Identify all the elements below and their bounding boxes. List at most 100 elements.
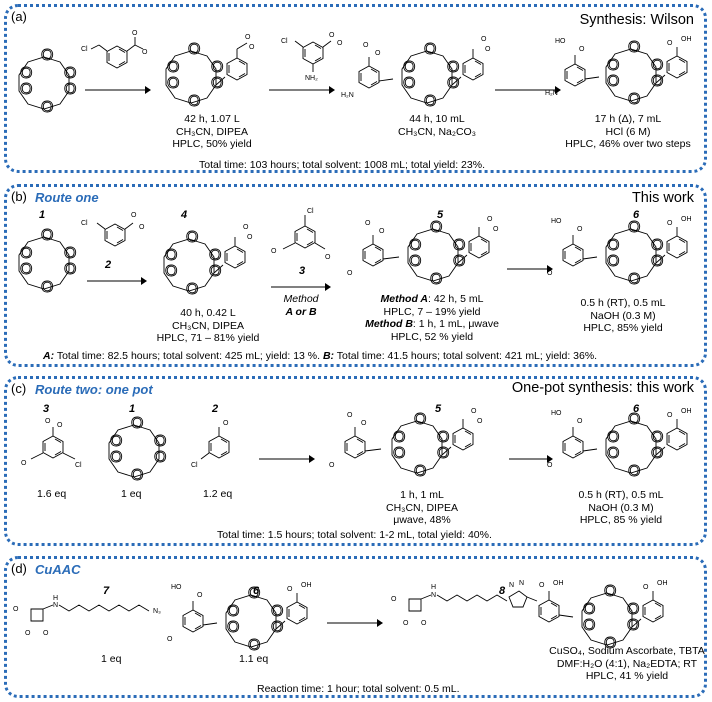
- condition-line: CH₃CN, DIPEA: [176, 125, 248, 138]
- svg-text:OH: OH: [553, 580, 564, 587]
- total-b: Total time: 41.5 hours; total solvent: 4…: [334, 350, 598, 362]
- step1-conditions: 40 h, 0.42 L CH₃CN, DIPEA HPLC, 71 – 81%…: [153, 307, 263, 345]
- compound-number: 2: [105, 259, 112, 271]
- svg-text:O: O: [667, 40, 673, 47]
- compound-number: 8: [499, 585, 506, 597]
- panel-d-route: CuAAC: [35, 562, 81, 577]
- svg-text:O: O: [485, 46, 491, 53]
- svg-text:O: O: [43, 630, 49, 637]
- svg-text:O: O: [471, 408, 477, 415]
- compound-number: 4: [181, 209, 188, 221]
- panel-d-total: Reaction time: 1 hour; total solvent: 0.…: [257, 683, 460, 695]
- svg-text:O: O: [365, 220, 371, 227]
- reaction-arrow: [509, 455, 553, 463]
- reaction-arrow: [259, 455, 315, 463]
- svg-text:O: O: [477, 418, 483, 425]
- panel-c-label: (c): [11, 381, 27, 396]
- reaction-arrow: [85, 86, 151, 94]
- svg-text:O: O: [347, 412, 353, 419]
- equivalent-label: 1 eq: [121, 488, 142, 500]
- molecule-intermediate-a1: OO: [165, 34, 255, 111]
- condition-line: CH₃CN, Na₂CO₃: [398, 125, 476, 138]
- svg-text:O: O: [287, 586, 293, 593]
- svg-text:O: O: [197, 592, 203, 599]
- reaction-arrow: [327, 619, 383, 627]
- svg-text:O: O: [361, 420, 367, 427]
- svg-text:OH: OH: [657, 580, 668, 587]
- reaction-arrow: [495, 86, 561, 94]
- svg-text:O: O: [21, 460, 27, 467]
- condition-line: CH₃CN, DIPEA: [386, 501, 458, 514]
- condition-line: HPLC, 46% over two steps: [565, 138, 691, 150]
- panel-b-route: Route one: [35, 190, 99, 205]
- svg-text:O: O: [363, 42, 369, 49]
- method-b-head: Method B: [365, 318, 413, 330]
- compound-number: 5: [437, 209, 444, 221]
- svg-text:HO: HO: [171, 584, 182, 591]
- condition-line: NaOH (0.3 M): [590, 309, 656, 322]
- molecule-compound-6: O HOO OHO: [547, 408, 692, 481]
- compound-number: 2: [212, 403, 219, 415]
- svg-text:N: N: [431, 592, 436, 599]
- condition-line: μwave, 48%: [393, 514, 451, 526]
- total-a: Total time: 82.5 hours; total solvent: 4…: [54, 350, 321, 362]
- total-a-head: A:: [43, 350, 55, 362]
- svg-text:O: O: [57, 422, 63, 429]
- svg-text:HO: HO: [555, 38, 566, 45]
- molecule-compound-6: O HOO OHO: [167, 582, 312, 655]
- molecule-aminopyridine: Cl OO NH₂: [281, 32, 343, 82]
- compound-number: 1: [39, 209, 46, 221]
- molecule-compound-5: O OO OO: [329, 408, 483, 481]
- svg-text:N: N: [53, 602, 58, 609]
- svg-text:OH: OH: [681, 36, 692, 43]
- step3-conditions: 17 h (Δ), 7 mL HCl (6 M) HPLC, 46% over …: [553, 113, 703, 151]
- panel-c: (c) Route two: one pot One-pot synthesis…: [4, 376, 707, 546]
- svg-text:O: O: [131, 212, 137, 219]
- svg-text:O: O: [643, 584, 649, 591]
- svg-text:H: H: [53, 595, 58, 602]
- svg-text:O: O: [667, 220, 673, 227]
- svg-text:O: O: [375, 50, 381, 57]
- panel-a-total: Total time: 103 hours; total solvent: 10…: [199, 159, 485, 171]
- molecule-compound-5: O OO OO: [347, 216, 499, 289]
- compound-number: 7: [103, 585, 110, 597]
- condition-line: 1 h, 1 mL: [400, 489, 444, 501]
- method-label: Method A or B: [271, 293, 331, 318]
- condition-line: DMF:H₂O (4:1), Na₂EDTA; RT: [556, 657, 698, 670]
- svg-text:Cl: Cl: [307, 208, 314, 215]
- svg-text:O: O: [391, 596, 397, 603]
- panel-b-total: A: Total time: 82.5 hours; total solvent…: [43, 350, 597, 362]
- condition-line: 40 h, 0.42 L: [180, 307, 236, 319]
- svg-text:O: O: [579, 46, 585, 53]
- svg-text:O: O: [249, 44, 255, 51]
- panel-c-route: Route two: one pot: [35, 382, 153, 397]
- panel-b-label: (b): [11, 189, 27, 204]
- molecule-product-a: H₂N HOO OHO: [545, 36, 692, 109]
- svg-text:O: O: [45, 418, 51, 425]
- method-options: A or B: [285, 305, 317, 318]
- step1-conditions: 1 h, 1 mL CH₃CN, DIPEA μwave, 48%: [367, 489, 477, 527]
- svg-text:H₂N: H₂N: [341, 92, 354, 99]
- molecule-chloromethyl-picolinate: Cl OO: [81, 212, 145, 247]
- molecule-compound-6: O HOO OHO: [547, 216, 692, 289]
- molecule-compound-3: Cl O O: [271, 208, 331, 261]
- svg-text:O: O: [142, 49, 148, 56]
- svg-text:O: O: [329, 32, 335, 39]
- condition-line: HPLC, 50% yield: [172, 138, 252, 150]
- svg-text:OH: OH: [681, 408, 692, 415]
- condition-line: HPLC, 41 % yield: [585, 670, 669, 682]
- condition-line: CuSO₄, Sodium Ascorbate, TBTA: [549, 645, 705, 657]
- step1-conditions: 42 h, 1.07 L CH₃CN, DIPEA HPLC, 50% yiel…: [157, 113, 267, 151]
- condition-line: HPLC, 85% yield: [583, 322, 663, 334]
- svg-text:N: N: [509, 582, 514, 589]
- condition-line: 0.5 h (RT), 0.5 mL: [578, 489, 664, 501]
- cuaac-conditions: CuSO₄, Sodium Ascorbate, TBTA DMF:H₂O (4…: [547, 645, 707, 683]
- condition-line: HPLC, 71 – 81% yield: [156, 332, 260, 344]
- method-conditions: Method A: 42 h, 5 mL HPLC, 7 – 19% yield…: [357, 293, 507, 343]
- svg-text:O: O: [167, 636, 173, 643]
- panel-a-title: Synthesis: Wilson: [579, 12, 694, 28]
- svg-text:O: O: [223, 420, 229, 427]
